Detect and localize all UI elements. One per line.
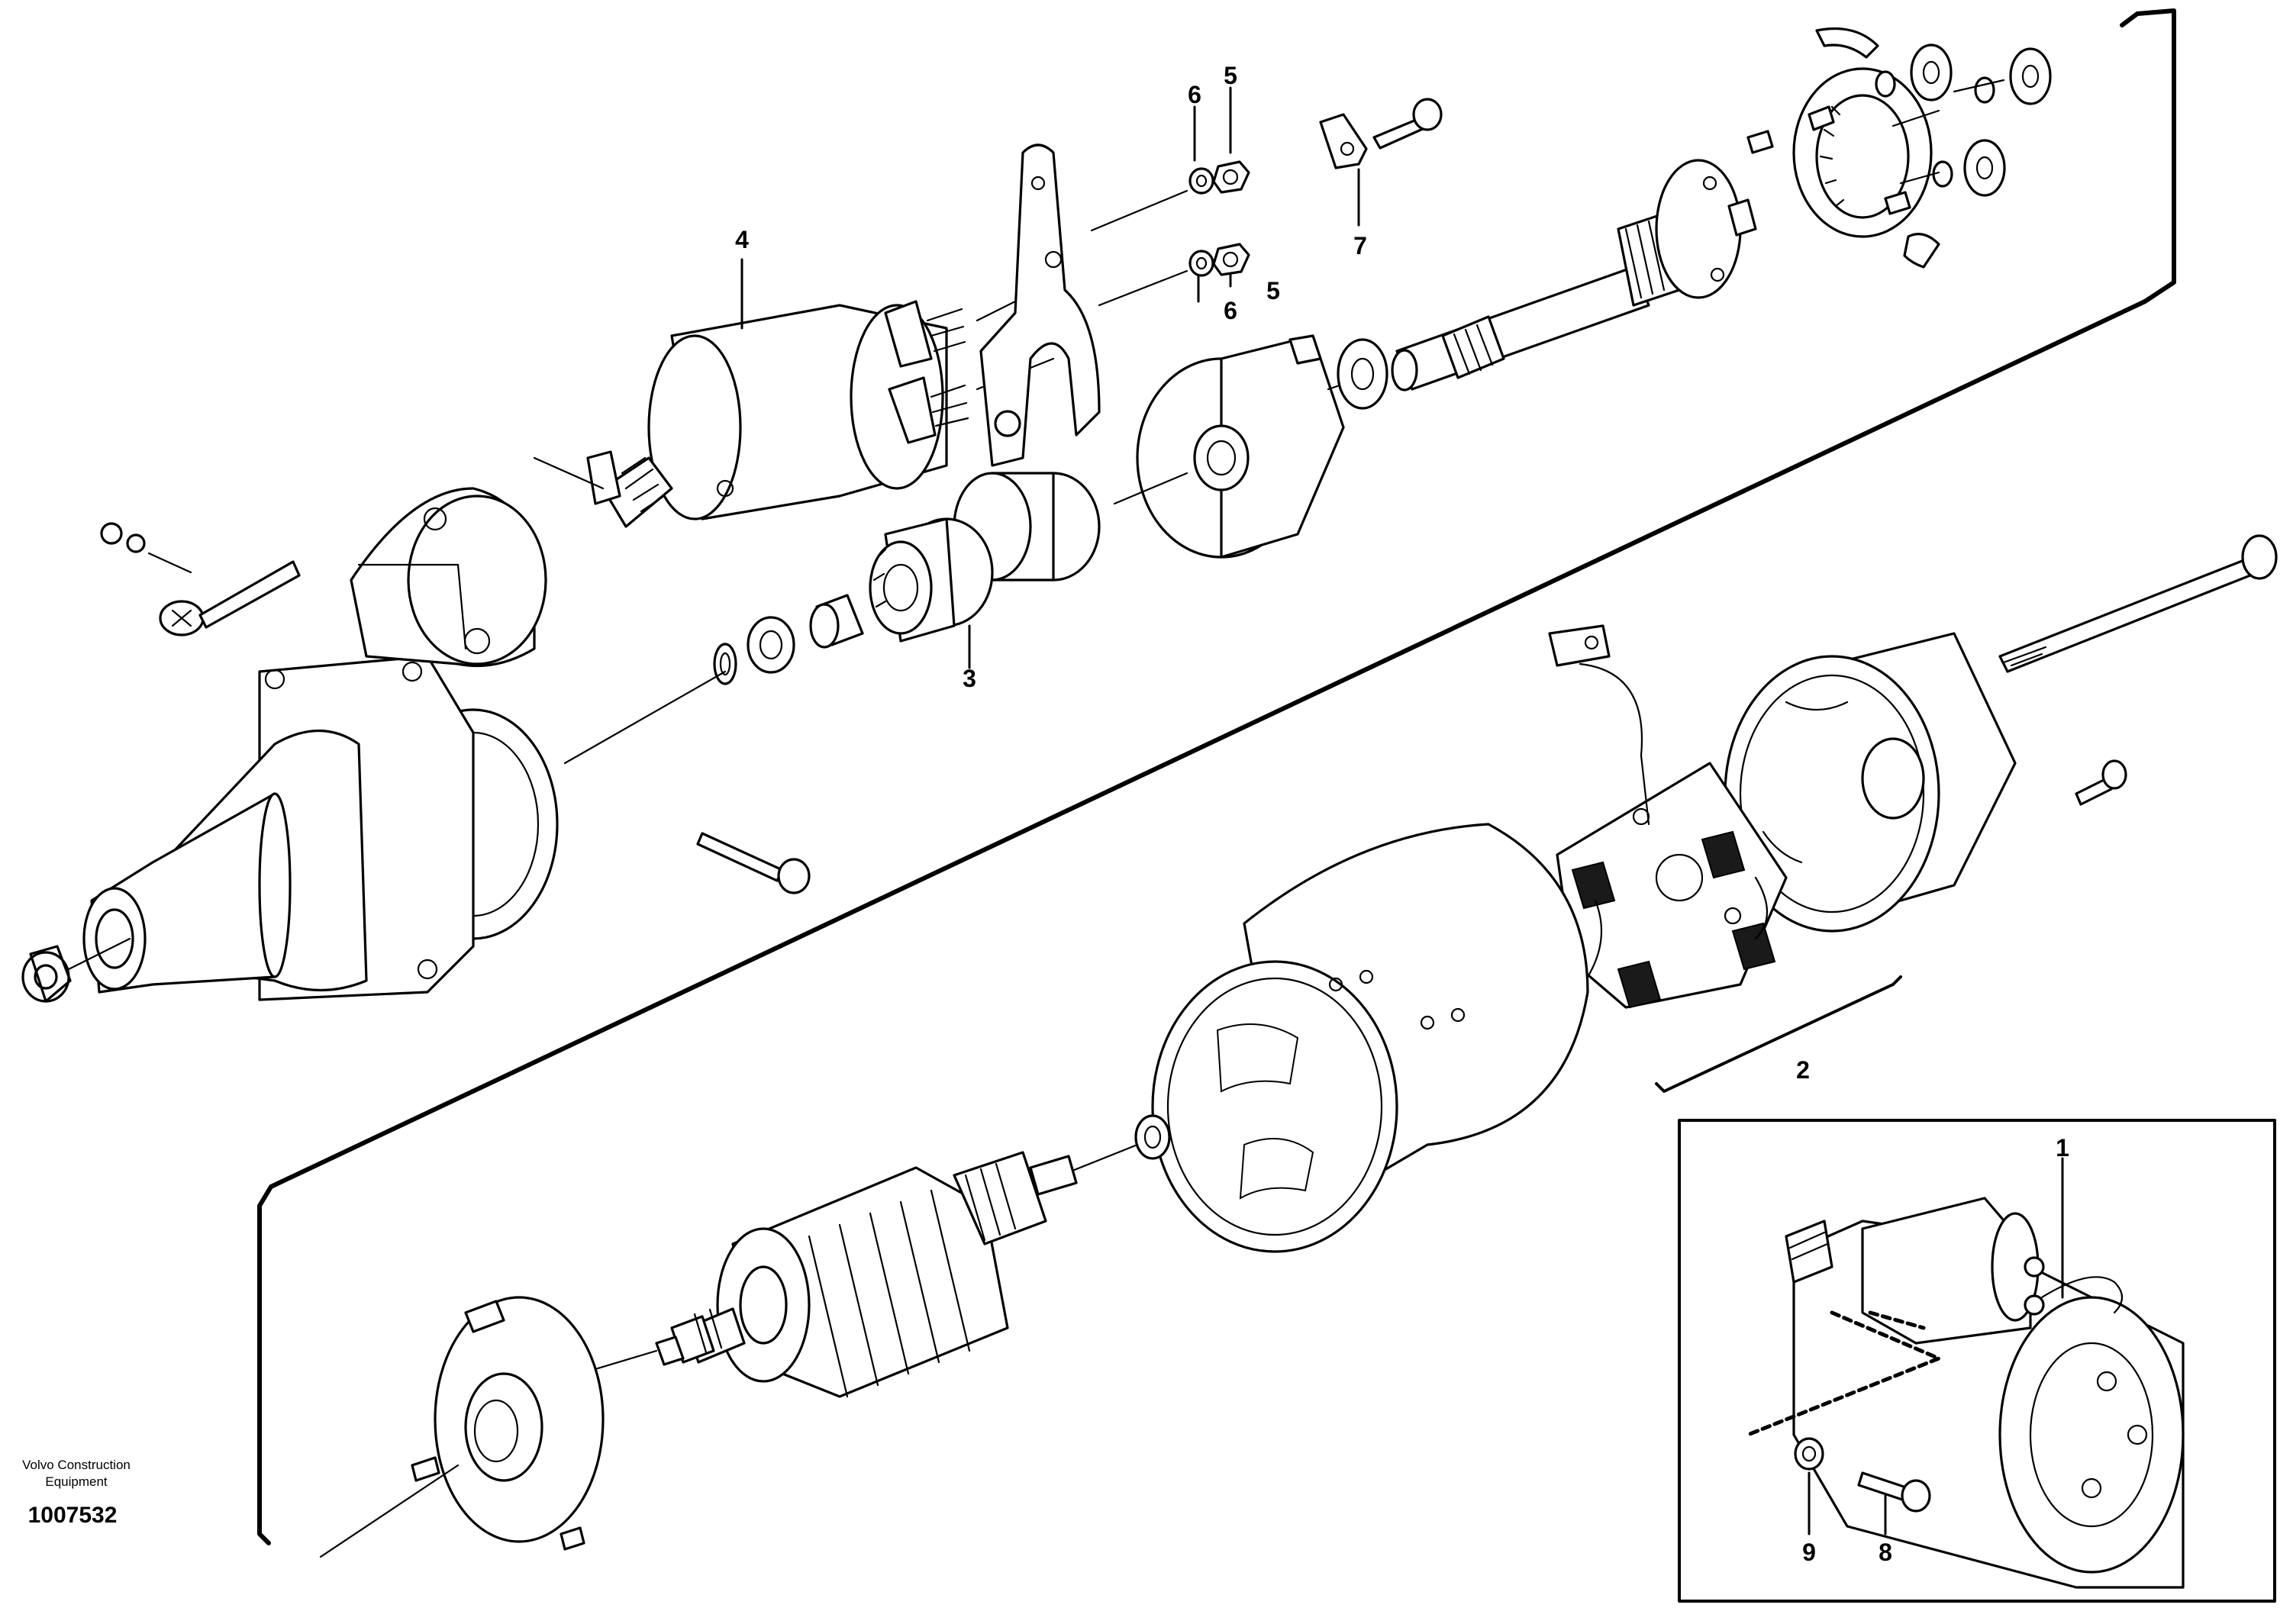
through-bolt [1998, 534, 2278, 673]
sleeve-bushing [809, 594, 864, 649]
planet-gear [1974, 47, 2052, 105]
housing-bolt [100, 522, 301, 636]
bushing [21, 945, 72, 1003]
callout-6-upper: 6 [1188, 81, 1201, 108]
callout-7: 7 [1353, 232, 1367, 259]
leader-lines [740, 86, 2064, 1535]
loose-screw [696, 832, 811, 894]
pinion-drive [869, 472, 1101, 643]
washer-nut-set-upper [1188, 160, 1250, 195]
armature [655, 1151, 1078, 1398]
solenoid-switch [586, 300, 969, 528]
callout-6-lower: 6 [1224, 297, 1237, 324]
inset-detail-box [1678, 1119, 2276, 1603]
callout-5-lower: 5 [1266, 277, 1280, 304]
callout-4: 4 [735, 226, 749, 253]
brand-line-2: Equipment [45, 1474, 108, 1489]
intermediate-housing [1136, 334, 1345, 559]
exploded-view-outline [257, 8, 2176, 1545]
shaft-washer [1337, 338, 1388, 410]
document-number: 1007532 [28, 1503, 118, 1528]
brush-holder [1556, 762, 1788, 1009]
brush-lead-terminal [1548, 624, 1650, 826]
retaining-ring [713, 643, 737, 685]
thrust-washer [747, 616, 795, 674]
bracket-screw [1372, 98, 1443, 150]
callout-5-upper: 5 [1224, 62, 1237, 89]
drive-end-housing [82, 487, 559, 1001]
drive-end-shield [411, 1296, 605, 1551]
shift-fork [979, 143, 1101, 467]
brand-block: Volvo Construction Equipment 1007532 [22, 1458, 131, 1528]
planet-gear [1875, 44, 1953, 102]
ring-gear [1746, 67, 1933, 238]
planet-gear [1932, 139, 2006, 197]
washer-nut-set-lower [1188, 243, 1250, 277]
brand-line-1: Volvo Construction [22, 1458, 131, 1472]
field-frame-yoke [1151, 823, 1589, 1253]
gear-segment-lower [1903, 233, 1940, 269]
armature-washer [1134, 1114, 1171, 1160]
bracket-clip [1319, 113, 1368, 169]
callout-8: 8 [1879, 1539, 1892, 1566]
planet-shaft [1391, 159, 1757, 392]
callout-2: 2 [1796, 1056, 1810, 1084]
callout-9: 9 [1802, 1539, 1816, 1566]
gear-segment-upper [1815, 27, 1879, 59]
callout-3: 3 [963, 665, 976, 692]
callout-1: 1 [2056, 1134, 2069, 1162]
cover-screw [2075, 759, 2127, 806]
callout-labels: 4 3 6 5 6 5 7 2 1 9 8 [735, 62, 2069, 1566]
